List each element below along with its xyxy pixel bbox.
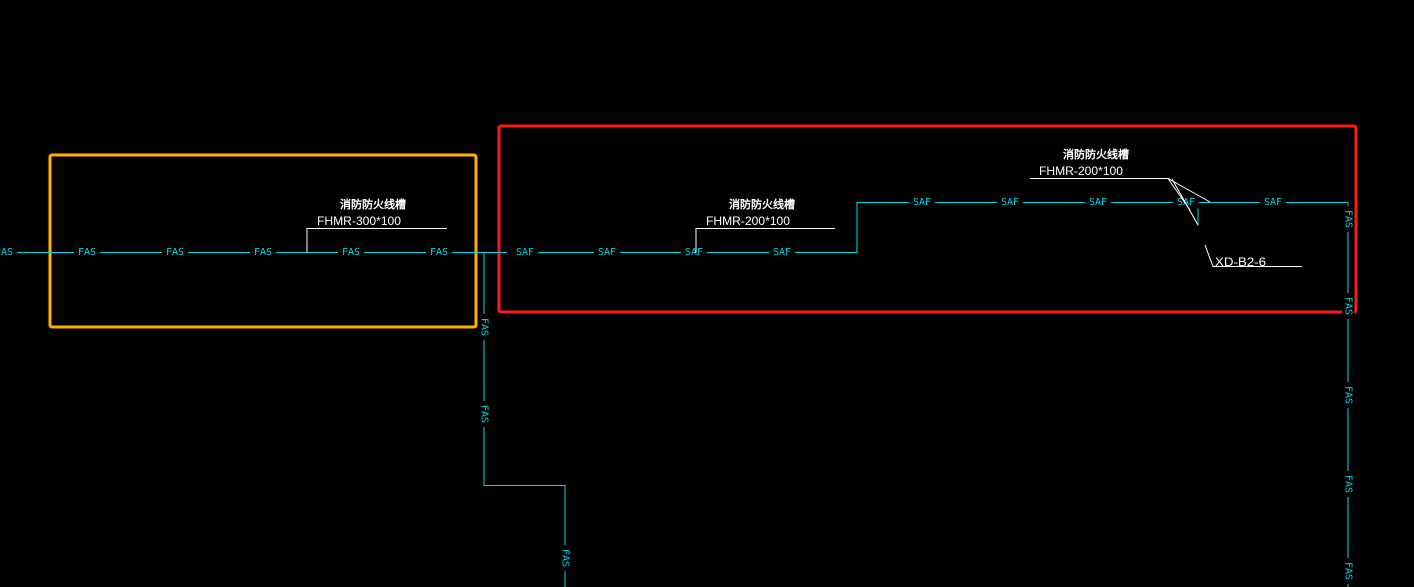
fas-wire-label: FAS (1343, 297, 1354, 315)
fas-wire-label: FAS (342, 247, 360, 258)
fas-wire-label: FAS (166, 247, 184, 258)
fas-label-gap (426, 246, 452, 259)
fas-label-gap (1085, 196, 1111, 209)
fas-wire-label: SAF (1001, 197, 1019, 208)
fas-wire-label: FAS (1343, 562, 1354, 580)
fas-wire-label: FAS (0, 247, 13, 258)
fas-label-gap (1342, 558, 1354, 584)
fas-label-gap (162, 246, 188, 259)
fas-label-gap (478, 401, 490, 427)
fas-wire-label: SAF (685, 247, 703, 258)
fas-wire-lines (0, 202, 1349, 587)
highlight-box-left (48, 153, 478, 329)
fas-label-gap (1342, 382, 1354, 408)
fas-wire-label: SAF (1177, 197, 1195, 208)
fas-wire-label: FAS (1343, 386, 1354, 404)
fas-label-gap (0, 246, 17, 259)
tray-name-label-left: 消防防火线槽 (340, 197, 406, 211)
tray-size-label-middle: FHMR-200*100 (706, 214, 790, 228)
fas-label-gap (1260, 196, 1286, 209)
fas-wire-label: SAF (598, 247, 616, 258)
fas-wire-label: FAS (430, 247, 448, 258)
tray-size-label-right: FHMR-200*100 (1039, 164, 1123, 178)
fas-label-gap (1342, 471, 1354, 497)
fas-wire-label: FAS (1343, 475, 1354, 493)
fas-label-gap (1342, 206, 1354, 232)
fas-label-gap (909, 196, 935, 209)
fas-label-gap (1173, 196, 1199, 209)
fas-wire-label: SAF (516, 247, 534, 258)
fas-label-gap (1342, 293, 1354, 319)
fas-label-gap (250, 246, 276, 259)
callout-leaders (306, 178, 1302, 267)
fas-wire-label: SAF (1089, 197, 1107, 208)
tray-name-label-middle: 消防防火线槽 (729, 197, 795, 211)
fas-label-gap (769, 246, 795, 259)
fas-wire-label: FAS (1343, 210, 1354, 228)
fas-wire-label: FAS (254, 247, 272, 258)
fas-wire-label: FAS (78, 247, 96, 258)
tray-size-label-left: FHMR-300*100 (317, 214, 401, 228)
fas-label-gap (559, 545, 571, 571)
fas-label-gap (594, 246, 620, 259)
fas-label-group: FAS FAS FAS FAS FAS FAS FAS SAF SAF SAF SAF SAF SAF S… (0, 196, 1354, 584)
fas-wire-label: FAS (560, 549, 571, 567)
fas-label-gap (681, 246, 707, 259)
fas-label-gap (997, 196, 1023, 209)
fas-label-gap (478, 314, 490, 340)
fas-wire-label: FAS (479, 318, 490, 336)
fas-wire-label: SAF (1264, 197, 1282, 208)
fas-label-gap (74, 246, 100, 259)
fas-label-gap (338, 246, 364, 259)
tray-name-label-right: 消防防火线槽 (1063, 147, 1129, 161)
highlight-box-right (497, 124, 1358, 314)
fas-label-gap (512, 246, 538, 259)
fas-wire-label: FAS (479, 405, 490, 423)
fas-wire-label: SAF (913, 197, 931, 208)
device-tag-label: XD-B2-6 (1215, 255, 1266, 269)
fas-wire-label: SAF (773, 247, 791, 258)
